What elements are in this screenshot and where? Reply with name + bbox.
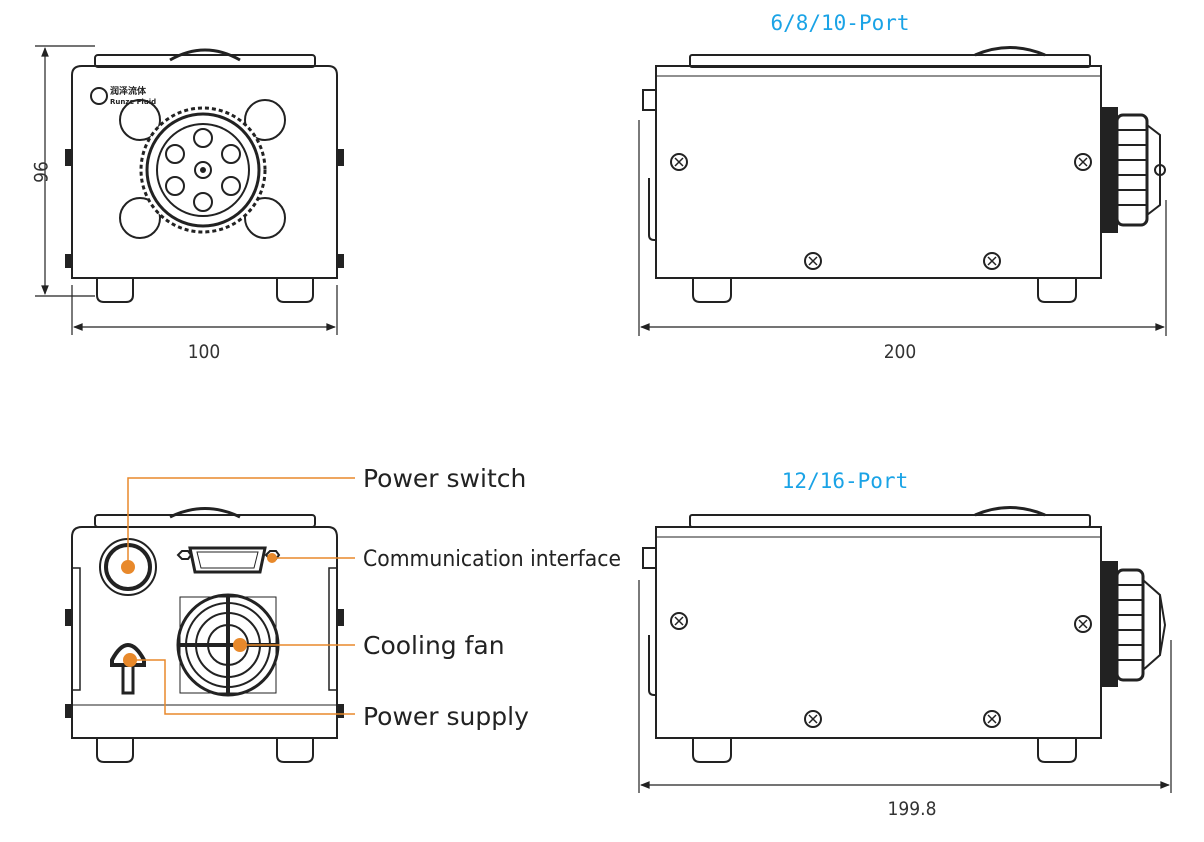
front-width-dimension <box>71 285 338 335</box>
power-supply-label: Power supply <box>363 702 529 731</box>
svg-text:润泽流体: 润泽流体 <box>110 85 147 97</box>
communication-interface-label: Communication interface <box>363 547 621 572</box>
front-width-label: 100 <box>188 341 221 363</box>
side-large-length-dimension <box>638 580 1172 793</box>
power-switch-label: Power switch <box>363 464 526 493</box>
side-view-small <box>642 46 1166 303</box>
callout-lines <box>127 477 355 715</box>
side-small-length-dimension <box>638 120 1167 336</box>
side-large-length-label: 199.8 <box>888 798 937 820</box>
front-height-dimension <box>35 45 95 297</box>
side-view-large-title: 12/16-Port <box>782 469 908 493</box>
callout-dots <box>121 553 277 667</box>
front-height-label: 96 <box>29 161 51 183</box>
side-view-small-title: 6/8/10-Port <box>770 11 909 35</box>
front-view <box>65 48 344 303</box>
svg-text:Runze Fluid: Runze Fluid <box>110 98 156 106</box>
communication-port-shape <box>176 546 281 574</box>
side-small-length-label: 200 <box>884 341 917 363</box>
side-view-large <box>642 506 1167 763</box>
power-supply-shape <box>110 643 146 695</box>
rear-view <box>65 507 344 763</box>
cooling-fan-label: Cooling fan <box>363 631 505 660</box>
runze-logo: 润泽流体 Runze Fluid <box>90 85 156 106</box>
